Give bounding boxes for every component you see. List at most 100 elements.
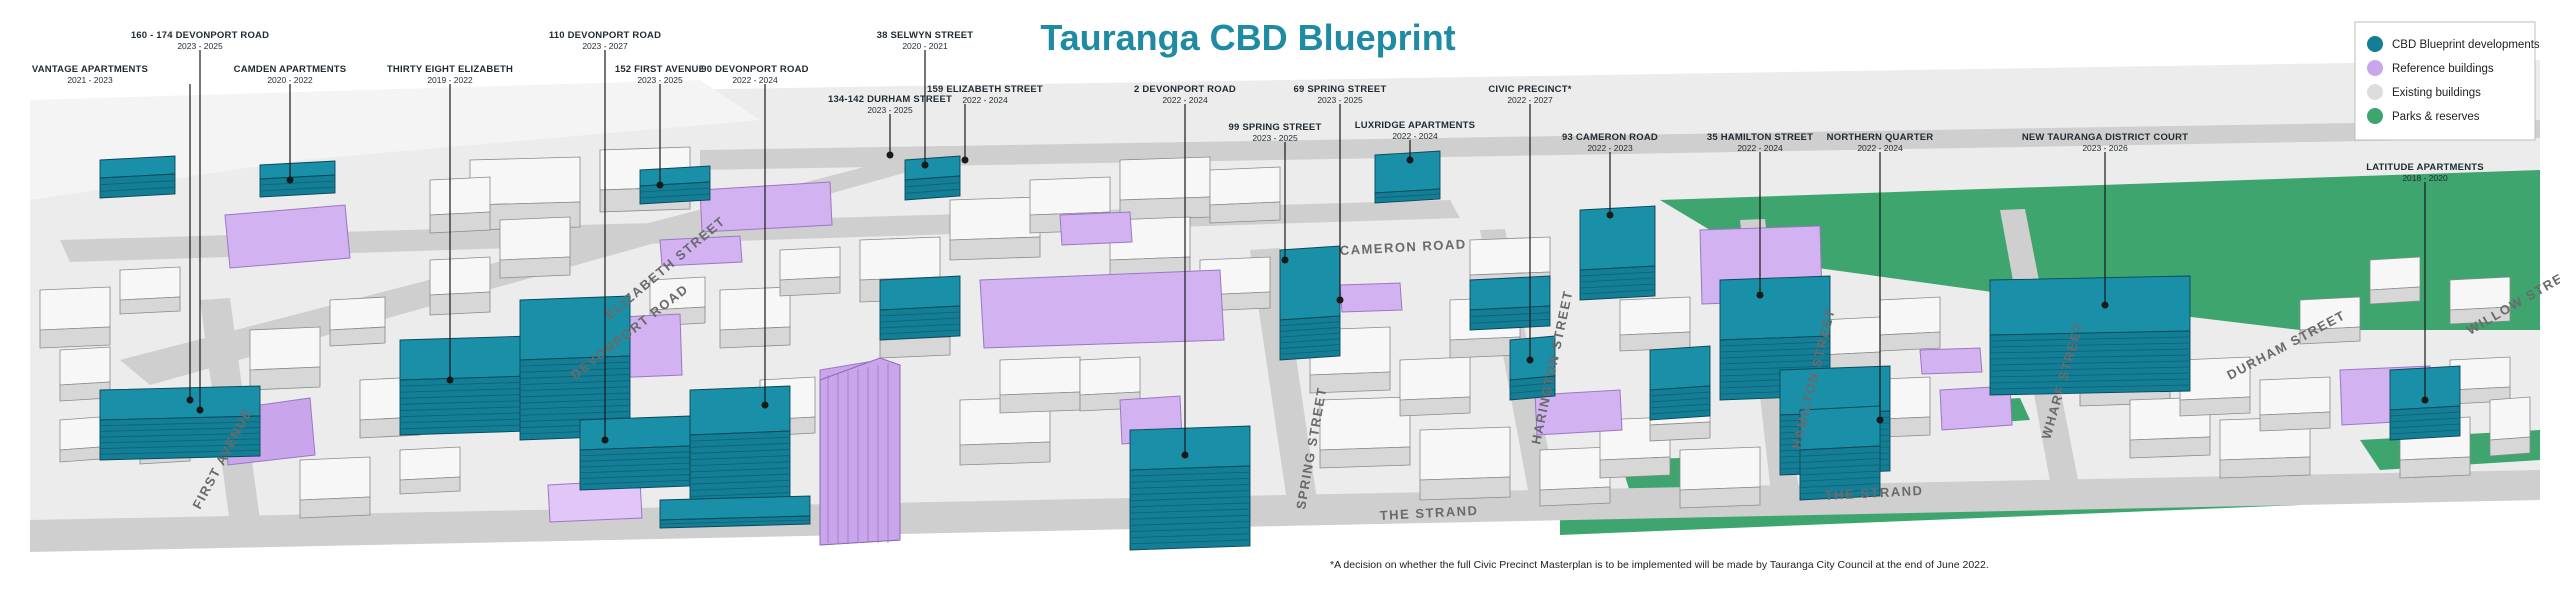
leader-dot (286, 176, 294, 184)
cbd-development-building (1469, 275, 1551, 331)
development-years: 2023 - 2025 (1252, 133, 1298, 143)
development-name: 2 DEVONPORT ROAD (1134, 84, 1236, 95)
page-title: Tauranga CBD Blueprint (1040, 17, 1455, 58)
reference-building (224, 204, 351, 269)
cbd-development-building (99, 155, 176, 199)
leader-dot (1526, 356, 1534, 364)
street-label-cameron-road: CAMERON ROAD (1339, 236, 1467, 258)
leader-dot (196, 406, 204, 414)
reference-building (979, 269, 1225, 349)
development-years: 2022 - 2024 (1392, 131, 1438, 141)
development-name: 69 SPRING STREET (1294, 84, 1387, 95)
existing-building (2179, 356, 2251, 417)
leader-dot (186, 396, 194, 404)
development-name: 160 - 174 DEVONPORT ROAD (131, 30, 269, 41)
development-years: 2022 - 2024 (962, 95, 1008, 105)
reference-building (699, 181, 833, 233)
existing-building (719, 286, 791, 349)
existing-building (1209, 166, 1281, 224)
development-name: 110 DEVONPORT ROAD (549, 30, 661, 41)
cbd-development-building (1719, 275, 1831, 401)
legend-label: Parks & reserves (2392, 111, 2480, 123)
development-name: 38 SELWYN STREET (877, 30, 974, 41)
development-name: 35 HAMILTON STREET (1707, 132, 1813, 143)
development-years: 2023 - 2025 (867, 105, 913, 115)
development-years: 2023 - 2025 (177, 41, 223, 51)
cbd-blueprint-buildings (99, 150, 2461, 551)
existing-building (779, 246, 841, 297)
leader-dot (761, 401, 769, 409)
cbd-development-building (1374, 150, 1441, 204)
leader-dot (1336, 296, 1344, 304)
development-name: NORTHERN QUARTER (1827, 132, 1934, 143)
leader-dot (446, 376, 454, 384)
legend-label: Existing buildings (2392, 87, 2481, 99)
leader-dot (1876, 416, 1884, 424)
existing-building (2299, 296, 2361, 345)
existing-building (1539, 446, 1611, 507)
foreground (30, 500, 2540, 603)
development-name: 93 CAMERON ROAD (1562, 132, 1658, 143)
cbd-development-building (879, 275, 961, 341)
existing-building (299, 456, 371, 519)
leader-dot (601, 436, 609, 444)
existing-building (1399, 356, 1471, 417)
leader-dot (1406, 156, 1414, 164)
existing-building (2259, 376, 2331, 432)
leader-dot (2101, 301, 2109, 309)
cbd-development-building (1579, 205, 1656, 301)
cbd-development-building (659, 495, 811, 529)
existing-building (249, 326, 321, 391)
development-name: CAMDEN APARTMENTS (234, 64, 347, 75)
development-years: 2019 - 2022 (427, 75, 473, 85)
legend-swatch (2367, 60, 2383, 76)
development-years: 2022 - 2027 (1507, 95, 1553, 105)
cbd-development-building (904, 155, 961, 201)
reference-tower (819, 357, 901, 546)
cbd-development-building (1279, 245, 1341, 361)
legend-item: Existing buildings (2367, 84, 2481, 100)
development-name: LATITUDE APARTMENTS (2366, 162, 2484, 173)
cbd-development-building (399, 335, 531, 436)
development-callout: CIVIC PRECINCT*2022 - 2027 (1488, 84, 1572, 364)
legend-swatch (2367, 84, 2383, 100)
development-name: 99 SPRING STREET (1229, 122, 1322, 133)
legend-swatch (2367, 36, 2383, 52)
cbd-development-building (99, 385, 261, 461)
development-years: 2023 - 2027 (582, 41, 628, 51)
existing-building (39, 286, 111, 349)
road-upper (700, 120, 2540, 170)
leader-dot (1606, 211, 1614, 219)
development-years: 2022 - 2024 (732, 75, 778, 85)
existing-building (429, 176, 491, 234)
existing-building (1619, 296, 1691, 352)
development-name: CIVIC PRECINCT* (1488, 84, 1571, 95)
existing-building (119, 266, 181, 315)
existing-building (1119, 156, 1211, 221)
development-name: 134-142 DURHAM STREET (828, 94, 952, 105)
cbd-development-building (579, 415, 691, 491)
development-name: LUXRIDGE APARTMENTS (1355, 120, 1475, 131)
existing-building (429, 256, 491, 316)
development-name: THIRTY EIGHT ELIZABETH (387, 64, 513, 75)
existing-building (59, 346, 111, 402)
hillside (30, 80, 760, 200)
cbd-development-building (1649, 345, 1711, 421)
existing-building (2369, 256, 2421, 305)
leader-dot (2421, 396, 2429, 404)
reference-building (1059, 211, 1133, 246)
